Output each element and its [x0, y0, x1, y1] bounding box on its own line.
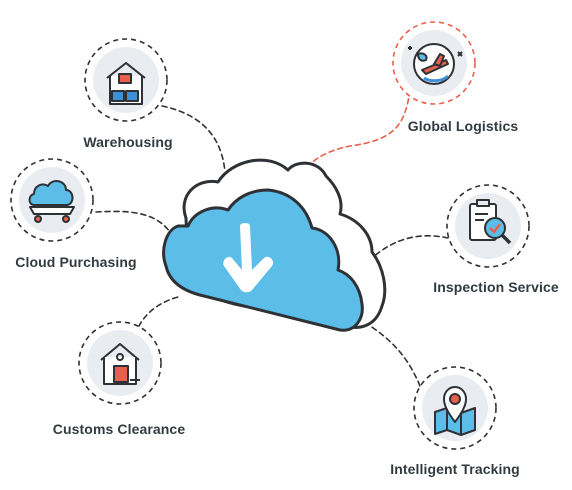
connector-intelligent-tracking [357, 317, 421, 387]
connector-customs-clearance [131, 296, 179, 344]
label-global-logistics: Global Logistics [407, 118, 519, 134]
node-intelligent-tracking[interactable] [413, 366, 497, 450]
label-intelligent-tracking: Intelligent Tracking [390, 461, 520, 477]
customs-house-icon [100, 343, 140, 385]
connector-inspection-service [371, 235, 449, 259]
map-pin-icon [434, 386, 476, 436]
node-global-logistics[interactable] [392, 21, 476, 105]
label-inspection-service: Inspection Service [433, 279, 559, 295]
globe-plane-icon [408, 43, 463, 85]
warehouse-icon [106, 62, 146, 105]
connector-warehousing [161, 105, 226, 173]
label-warehousing: Warehousing [83, 134, 173, 150]
node-cloud-purchasing[interactable] [10, 158, 94, 242]
cloud-cart-icon [28, 180, 75, 223]
node-warehousing[interactable] [84, 38, 168, 122]
connector-cloud-purchasing [95, 210, 171, 233]
clipboard-magnifier-icon [469, 199, 512, 245]
cloud-download-icon [162, 158, 387, 332]
download-arrow [223, 223, 274, 293]
node-inspection-service[interactable] [446, 184, 530, 268]
label-cloud-purchasing: Cloud Purchasing [15, 254, 137, 270]
label-customs-clearance: Customs Clearance [52, 421, 186, 437]
node-customs-clearance[interactable] [78, 321, 162, 405]
